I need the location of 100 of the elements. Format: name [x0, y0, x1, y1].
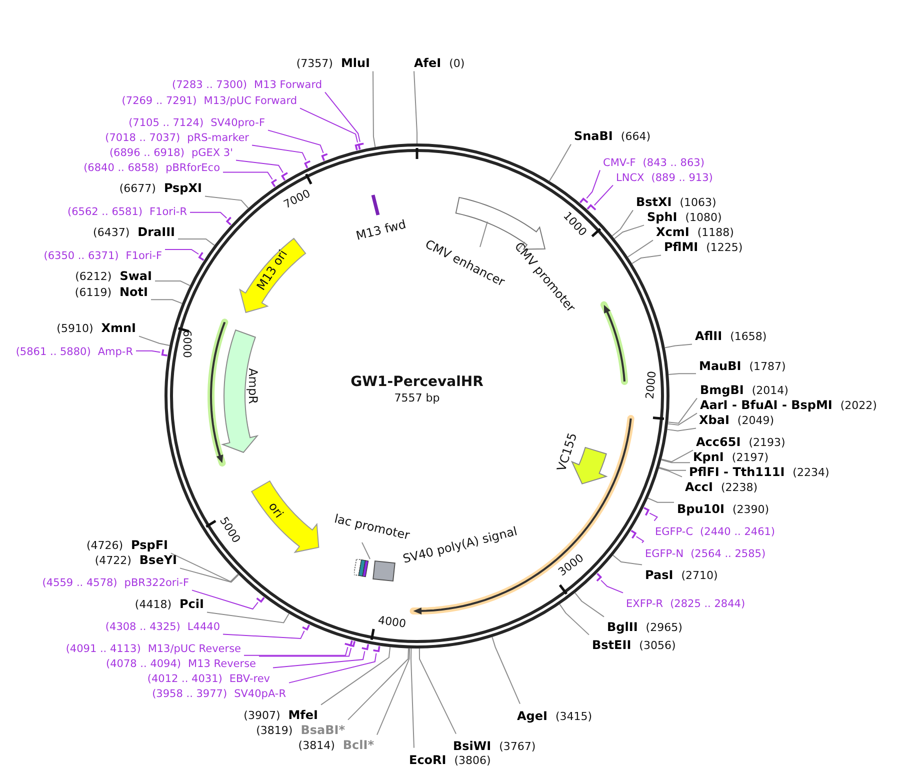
enzyme-name: KpnI	[693, 450, 724, 465]
cut-position: (2193)	[748, 436, 786, 450]
leader-line	[222, 172, 273, 180]
primer-position: (4078 .. 4094)	[106, 658, 182, 670]
primer-position: (7269 .. 7291)	[122, 94, 197, 107]
primer-name: LNCX	[616, 172, 644, 184]
plasmid-length: 7557 bp	[394, 392, 440, 404]
leader-line	[410, 648, 414, 748]
cut-position: (3814)	[298, 740, 335, 752]
primer-position: (4308 .. 4325)	[105, 620, 180, 633]
primer-name: pBRforEco	[166, 162, 220, 174]
leader-line	[272, 650, 366, 668]
leader-line	[492, 636, 520, 704]
leader-line	[666, 428, 696, 432]
leader-line	[664, 344, 692, 348]
leader-line	[668, 373, 696, 376]
leader-line	[574, 592, 604, 618]
enzyme-name: BseYI	[139, 554, 177, 568]
cut-position: (4418)	[134, 598, 172, 612]
cut-position: (7357)	[296, 58, 333, 70]
cut-position: (2390)	[732, 504, 770, 516]
leader-line	[348, 648, 409, 720]
enzyme-name: AarI - BfuAI - BspMI	[700, 398, 832, 413]
primer-name: F1ori-F	[126, 250, 162, 262]
leader-line	[559, 604, 590, 636]
primer-position: (843 .. 863)	[642, 156, 704, 169]
cut-position: (1188)	[697, 226, 734, 240]
enzyme-name: XcmI	[656, 226, 690, 240]
primer-position: (6562 .. 6581)	[68, 206, 143, 218]
cut-position: (6119)	[74, 286, 112, 300]
enzyme-name: BclI*	[342, 738, 374, 753]
primer-name: CMV-F	[603, 156, 636, 169]
cut-position: (2710)	[681, 570, 718, 582]
enzyme-name: BstEII	[592, 638, 632, 653]
enzyme-name: AfeI	[414, 56, 442, 71]
leader-line	[636, 536, 644, 544]
primer-name: EGFP-C	[655, 526, 694, 538]
enzyme-name: EcoRI	[409, 754, 446, 768]
primer-name: M13 Reverse	[188, 658, 256, 670]
enzyme-name: XbaI	[699, 414, 730, 428]
primer-position: (3958 .. 3977)	[152, 688, 228, 700]
leader-line	[222, 630, 305, 640]
primer-position: (6350 .. 6371)	[44, 250, 119, 262]
leader-line	[300, 108, 358, 143]
primer-position: (5861 .. 5880)	[16, 346, 91, 358]
primer-name: M13 Forward	[254, 78, 322, 91]
primer-position: (7105 .. 7124)	[128, 116, 204, 129]
cut-position: (1225)	[706, 242, 743, 254]
enzyme-name: SphI	[647, 210, 678, 225]
enzyme-name: NotI	[120, 286, 148, 300]
primer-name: M13/pUC Forward	[204, 94, 297, 107]
primer-name: SV40pA-R	[234, 688, 286, 700]
cut-position: (1080)	[685, 212, 722, 224]
leader-line	[647, 498, 674, 503]
primer-name: pBR322ori-F	[124, 576, 189, 589]
cut-position: (6212)	[75, 270, 112, 284]
cut-position: (2049)	[737, 414, 774, 428]
leader-line	[548, 144, 572, 182]
leader-line	[518, 242, 526, 250]
leader-line	[136, 350, 161, 353]
cut-position: (664)	[620, 130, 650, 144]
primer-position: (4559 .. 4578)	[42, 576, 118, 589]
enzyme-name: AccI	[685, 480, 713, 495]
leader-line	[190, 212, 228, 219]
leader-line	[138, 336, 170, 346]
leader-line	[480, 221, 488, 248]
primer-name: Amp-R	[98, 346, 133, 358]
leader-line	[661, 450, 694, 462]
feature-label: VC155	[554, 431, 580, 473]
cut-position: (1063)	[680, 196, 716, 210]
cut-position: (3819)	[256, 724, 293, 738]
primer-name: EXFP-R	[626, 598, 664, 610]
leader-line	[660, 459, 690, 464]
leader-line	[418, 648, 456, 734]
leader-line	[170, 552, 239, 582]
primer-position: (6840 .. 6858)	[84, 162, 159, 174]
primer-position: (2440 .. 2461)	[700, 526, 776, 538]
leader-line	[586, 170, 600, 199]
leader-line	[288, 652, 377, 684]
leader-line	[164, 248, 200, 255]
cut-position: (1658)	[730, 330, 767, 344]
enzyme-name: AgeI	[517, 710, 548, 724]
enzyme-name: PspFI	[131, 538, 168, 553]
cut-position: (4722)	[94, 554, 132, 568]
cut-position: (2238)	[720, 482, 758, 494]
leader-line	[150, 299, 183, 304]
leader-line	[649, 512, 658, 522]
cut-position: (2965)	[646, 622, 682, 634]
feature-label: AmpR	[246, 368, 260, 404]
leader-line	[362, 542, 370, 560]
cut-position: (3806)	[454, 754, 491, 768]
plasmid-name: GW1-PercevalHR	[350, 374, 484, 390]
leader-line	[600, 580, 624, 594]
cut-position: (5910)	[56, 322, 94, 336]
leader-line	[244, 646, 348, 656]
enzyme-name: Acc65I	[696, 436, 741, 450]
leader-line	[668, 398, 698, 424]
enzyme-name: PflMI	[664, 240, 698, 255]
cut-position: (1787)	[749, 360, 786, 374]
leader-line	[206, 612, 290, 624]
